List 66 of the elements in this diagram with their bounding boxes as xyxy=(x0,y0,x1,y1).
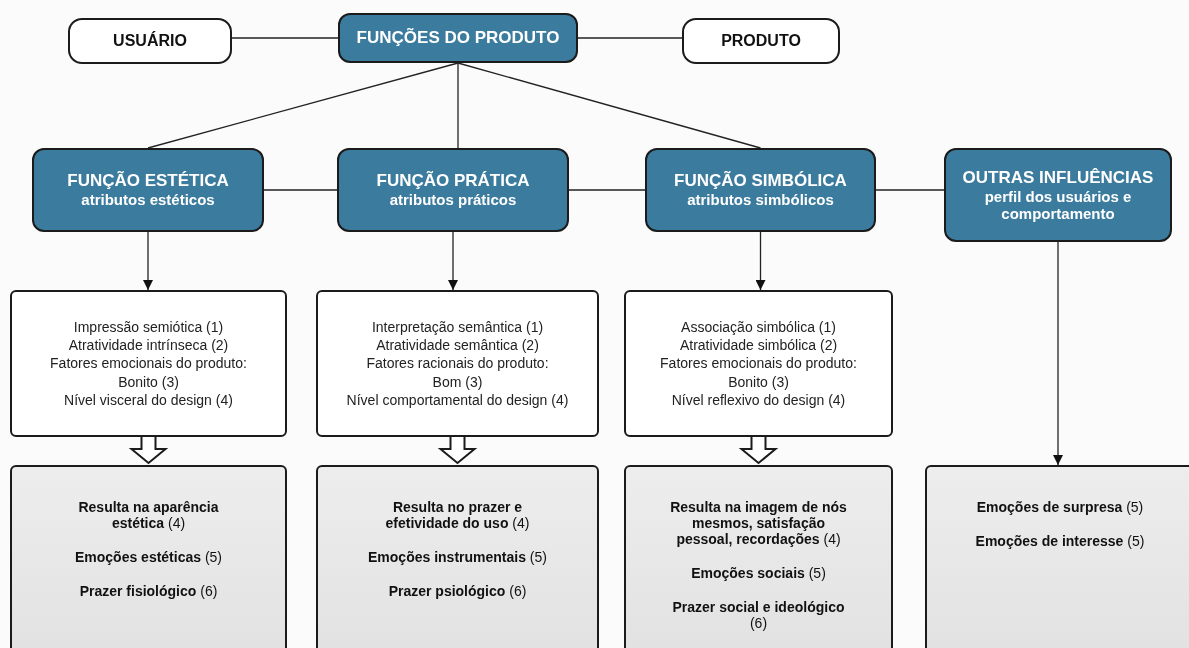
label-box xyxy=(682,18,840,64)
arrow xyxy=(1053,241,1063,466)
item-text: Resulta na imagem de nós mesmos, satisfação pessoal, recordações (4) xyxy=(669,499,848,548)
result-box xyxy=(624,465,893,648)
item-text: Bom (3) xyxy=(432,372,483,391)
item-text: PRODUTO xyxy=(721,32,801,50)
hollow-arrow xyxy=(437,436,478,465)
item-text: Emoções estéticas (5) xyxy=(73,549,224,566)
item-text: Fatores emocionais do produto: xyxy=(660,354,857,373)
item-text: Fatores racionais do produto: xyxy=(366,354,549,373)
item-text: Prazer fisiológico (6) xyxy=(78,583,219,600)
connector-line xyxy=(875,189,945,191)
connector-line xyxy=(231,37,339,39)
item-text: USUÁRIO xyxy=(113,32,187,50)
item-text: Nível reflexivo do design (4) xyxy=(671,390,846,409)
subtitle-text: atributos simbólicos xyxy=(687,191,834,209)
function-box xyxy=(944,148,1172,242)
function-box xyxy=(338,13,578,63)
result-box xyxy=(925,465,1189,648)
connector-line xyxy=(457,62,762,149)
function-box xyxy=(645,148,876,232)
hollow-arrow xyxy=(128,436,169,465)
item-text: Resulta no prazer e efetividade do uso (4) xyxy=(384,499,531,532)
connector-line xyxy=(147,62,459,149)
connector-line xyxy=(263,189,338,191)
title-text: OUTRAS INFLUÊNCIAS xyxy=(962,167,1154,188)
connector-line xyxy=(577,37,683,39)
item-text: Interpretação semântica (1) xyxy=(371,318,544,337)
item-text: Atratividade intrínseca (2) xyxy=(68,336,229,355)
item-text: Emoções de interesse (5) xyxy=(974,533,1146,550)
item-text: Nível visceral do design (4) xyxy=(64,390,233,409)
item-text: Atratividade semântica (2) xyxy=(376,336,539,355)
connector-line xyxy=(568,189,646,191)
function-box xyxy=(337,148,569,232)
item-text: Emoções instrumentais (5) xyxy=(367,549,548,566)
item-text: Associação simbólica (1) xyxy=(681,318,836,337)
item-text: Resulta na aparência estética (4) xyxy=(77,499,220,532)
title-text: FUNÇÃO ESTÉTICA xyxy=(67,171,229,192)
attribute-list-box xyxy=(316,290,599,437)
attribute-list-box xyxy=(10,290,287,437)
hollow-arrow xyxy=(738,436,779,465)
item-text: Emoções de surpresa (5) xyxy=(975,499,1145,516)
item-text: Impressão semiótica (1) xyxy=(73,318,224,337)
item-text: Bonito (3) xyxy=(118,372,179,391)
item-text: Emoções sociais (5) xyxy=(690,565,827,582)
connector-line xyxy=(457,62,459,149)
attribute-list-box xyxy=(624,290,893,437)
arrow xyxy=(448,231,458,291)
item-text: Prazer psiológico (6) xyxy=(387,583,528,600)
item-text: Atratividade simbólica (2) xyxy=(679,336,838,355)
label-box xyxy=(68,18,232,64)
item-text: Prazer social e ideológico (6) xyxy=(671,599,846,632)
item-text: Bonito (3) xyxy=(728,372,789,391)
item-text: Fatores emocionais do produto: xyxy=(50,354,247,373)
title-text: FUNÇÃO SIMBÓLICA xyxy=(674,171,847,192)
function-box xyxy=(32,148,264,232)
title-text: FUNÇÃO PRÁTICA xyxy=(376,171,530,192)
arrow xyxy=(755,231,766,291)
subtitle-text: perfil dos usuários e comportamento xyxy=(983,187,1133,223)
title-text: FUNÇÕES DO PRODUTO xyxy=(356,28,560,48)
result-box xyxy=(10,465,287,648)
result-box xyxy=(316,465,599,648)
arrow xyxy=(143,231,153,291)
item-text: Nível comportamental do design (4) xyxy=(346,390,569,409)
subtitle-text: atributos práticos xyxy=(389,191,517,209)
subtitle-text: atributos estéticos xyxy=(81,191,215,209)
